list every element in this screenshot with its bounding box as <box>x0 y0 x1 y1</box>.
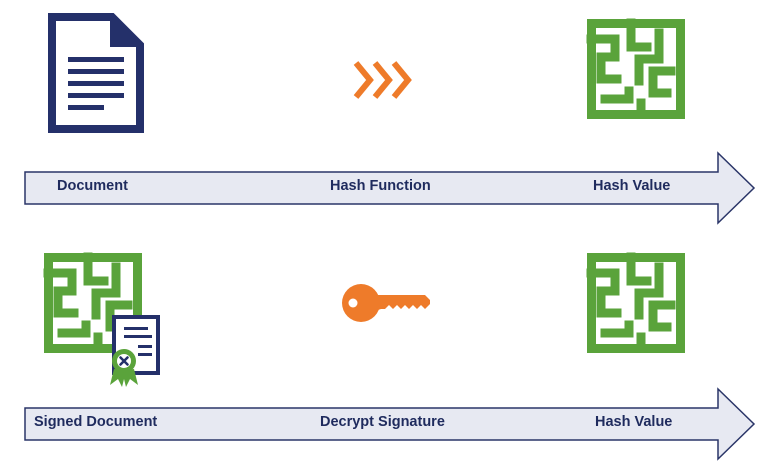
document-icon <box>48 13 144 133</box>
maze-hash-icon <box>586 252 685 353</box>
label-hash-value-1: Hash Value <box>593 178 671 194</box>
label-decrypt-signature: Decrypt Signature <box>320 414 445 430</box>
label-document: Document <box>57 178 128 194</box>
maze-hash-icon <box>586 18 685 119</box>
flow-arrow-1 <box>24 151 756 225</box>
label-hash-function: Hash Function <box>330 178 431 194</box>
key-icon <box>341 283 431 323</box>
label-signed-document: Signed Document <box>34 414 158 430</box>
certificate-icon <box>108 315 162 389</box>
chevrons-icon <box>353 60 413 100</box>
label-hash-value-2: Hash Value <box>595 414 673 430</box>
flow-arrow-2 <box>24 387 756 461</box>
maze-hash-icon <box>43 252 142 353</box>
